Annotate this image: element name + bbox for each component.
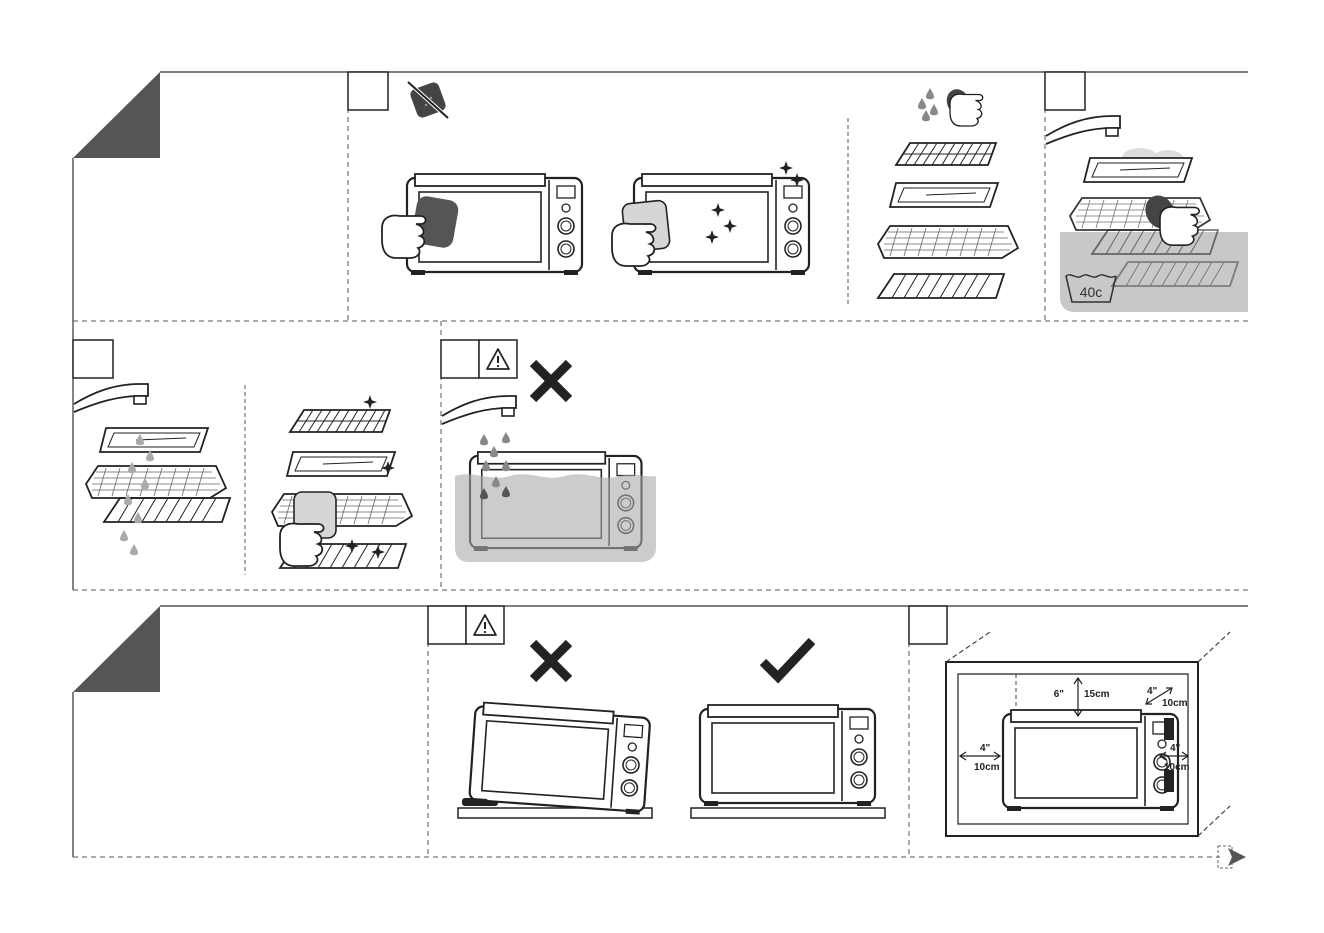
faucet-icon <box>1046 116 1120 144</box>
section-corner-cleaning <box>73 72 160 158</box>
accessories-stack <box>878 143 1018 298</box>
step-6-number-box <box>428 606 466 644</box>
clearance-back-cm: 10cm <box>1162 698 1188 709</box>
cross-icon <box>533 363 569 399</box>
sink-water <box>1060 232 1248 312</box>
section-corner-placement <box>73 606 160 692</box>
step-1-number-box <box>348 72 388 110</box>
rinse-accessories <box>86 428 230 555</box>
step-1 <box>348 72 809 275</box>
faucet-icon <box>442 396 516 424</box>
cross-icon <box>533 643 569 679</box>
faucet-icon <box>74 384 148 412</box>
oven-wipe-sponge <box>382 174 582 275</box>
oven-tilted <box>458 702 652 818</box>
step-4 <box>73 340 412 568</box>
clearance-top-cm: 15cm <box>1084 689 1110 700</box>
step-4-number-box <box>73 340 113 378</box>
step-5-number-box <box>441 340 479 378</box>
oven-wipe-cloth <box>612 161 809 275</box>
wash-temperature-label: 40c <box>1080 284 1103 300</box>
cleaning-frame <box>73 72 1248 590</box>
oven-submerged <box>455 432 656 562</box>
step-7: 6" 15cm 4" 10cm 4" 10cm 4" 10cm <box>909 606 1230 836</box>
clearance-back-in: 4" <box>1147 686 1158 697</box>
step-2 <box>878 86 1018 298</box>
step-3-number-box <box>1045 72 1085 110</box>
clearance-left-in: 4" <box>980 743 991 754</box>
clearance-right-in: 4" <box>1170 743 1181 754</box>
step-5 <box>441 340 656 562</box>
clearance-top-in: 6" <box>1054 689 1065 700</box>
no-abrasive-sponge-icon <box>408 81 448 119</box>
oven-level <box>691 705 885 818</box>
clearance-diagram: 6" 15cm 4" 10cm 4" 10cm 4" 10cm <box>946 632 1230 836</box>
clearance-left-cm: 10cm <box>974 762 1000 773</box>
step-7-number-box <box>909 606 947 644</box>
wet-hand-icon <box>918 86 983 126</box>
step-3: 40c <box>1045 72 1248 312</box>
check-icon <box>763 641 812 677</box>
dry-accessories <box>272 395 412 568</box>
step-6 <box>428 606 885 818</box>
next-arrow-icon[interactable] <box>1218 846 1246 868</box>
